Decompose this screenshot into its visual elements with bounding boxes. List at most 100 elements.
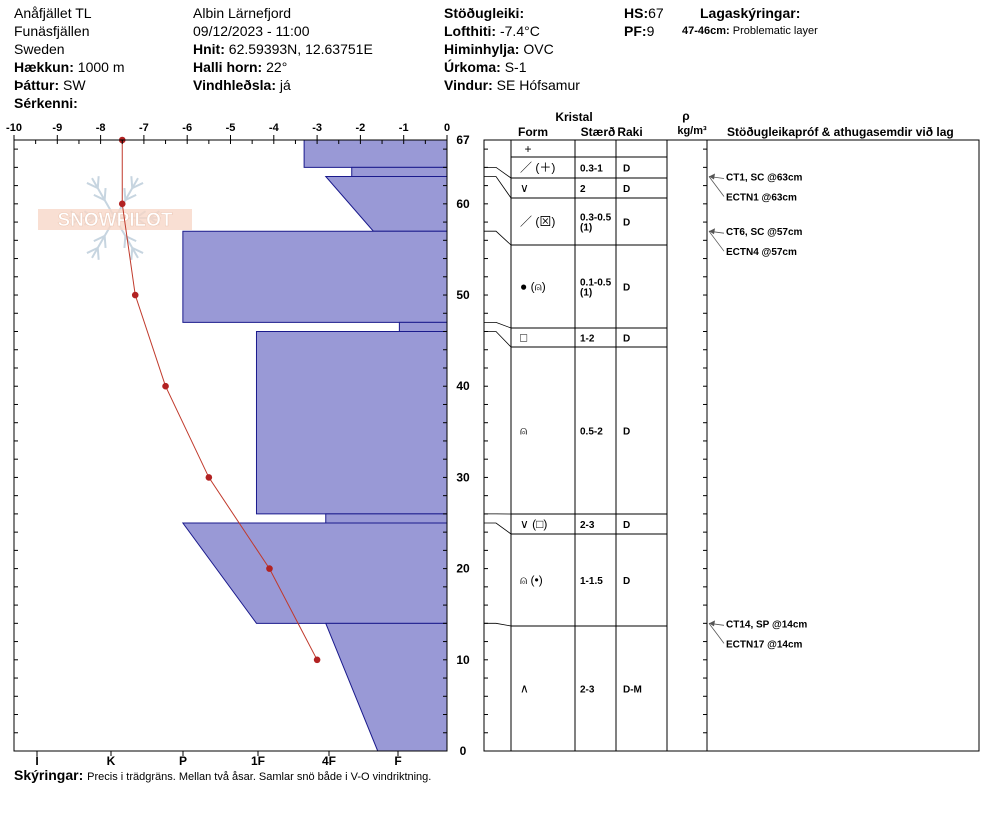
layer-form: ∧ bbox=[520, 682, 529, 696]
snowflake-arm bbox=[114, 177, 139, 219]
test-label: ECTN17 @14cm bbox=[726, 639, 803, 650]
precipitation: Úrkoma: S-1 bbox=[444, 58, 526, 76]
snowflake-branch bbox=[96, 176, 100, 189]
test-label: CT1, SC @63cm bbox=[726, 172, 803, 183]
hardness-profile bbox=[181, 139, 448, 752]
snowflake-branch bbox=[83, 217, 95, 226]
sky-value: OVC bbox=[523, 41, 554, 57]
snowflake-branch bbox=[148, 217, 160, 226]
hardness-segment bbox=[325, 622, 448, 752]
layer-size: (1) bbox=[580, 288, 592, 299]
wind: Vindur: SE Hófsamur bbox=[444, 76, 580, 94]
snowflake-branch bbox=[130, 247, 134, 260]
layer-form: ⍝ bbox=[520, 424, 527, 438]
features-label: Sérkenni: bbox=[14, 95, 78, 111]
header-density-symbol: ρ bbox=[682, 109, 689, 123]
snowflake-branch bbox=[123, 235, 127, 248]
hardness-tick-label: F bbox=[394, 754, 401, 768]
hs-label: HS: bbox=[624, 5, 649, 21]
temp-tick-label: -7 bbox=[139, 122, 149, 134]
hardness-segment bbox=[181, 522, 448, 624]
test-label: ECTN4 @57cm bbox=[726, 247, 797, 258]
depth-tick-label: 60 bbox=[456, 197, 470, 211]
header-size: Stærð bbox=[581, 125, 616, 139]
temperature-point bbox=[162, 382, 169, 390]
sky-cover: Himinhylja: OVC bbox=[444, 40, 554, 58]
wind-value: SE Hófsamur bbox=[496, 77, 580, 93]
elevation-label: Hækkun: bbox=[14, 59, 74, 75]
layer-connector bbox=[484, 622, 512, 627]
area: Funäsfjällen bbox=[14, 23, 90, 39]
coordinates: Hnit: 62.59393N, 12.63751E bbox=[193, 40, 373, 58]
hardness-segment bbox=[398, 321, 448, 333]
air-temp-value: -7.4°C bbox=[499, 23, 540, 39]
layer-size: 2-3 bbox=[580, 685, 595, 696]
layer-connector bbox=[484, 176, 512, 199]
header-moisture: Raki bbox=[617, 125, 642, 139]
air-temp-label: Lofthiti: bbox=[444, 23, 497, 39]
header-crystal: Kristal bbox=[555, 110, 592, 124]
snowflake-branch bbox=[148, 210, 160, 219]
precip-value: S-1 bbox=[504, 59, 527, 75]
layer-size: 0.1-0.5 bbox=[580, 278, 612, 289]
test-arrow bbox=[708, 230, 725, 252]
logo-text: SNOWPILOT bbox=[57, 210, 172, 231]
slope-angle: Halli horn: 22° bbox=[193, 58, 287, 76]
depth-tick-label: 20 bbox=[456, 562, 470, 576]
snowflake-arm bbox=[114, 217, 139, 259]
temp-tick-label: -3 bbox=[312, 122, 322, 134]
snowflake-branch bbox=[96, 247, 100, 260]
surface-symbol: + bbox=[524, 142, 531, 156]
snowflake-branch bbox=[131, 182, 144, 190]
precip-label: Úrkoma: bbox=[444, 59, 501, 75]
layer-moisture: D-M bbox=[623, 685, 642, 696]
temperature-profile bbox=[118, 136, 321, 664]
layer-moisture: D bbox=[623, 283, 630, 294]
wind-loading: Vindhleðsla: já bbox=[193, 76, 291, 94]
hardness-segment bbox=[182, 230, 448, 323]
temperature-point bbox=[131, 291, 139, 299]
temp-tick-label: -8 bbox=[96, 122, 106, 134]
header-density-unit: kg/m³ bbox=[677, 125, 707, 137]
logo-band bbox=[38, 209, 192, 230]
layer-connector bbox=[484, 230, 512, 246]
layer-size: 0.3-0.5 bbox=[580, 213, 612, 224]
snowflake-branch bbox=[103, 235, 107, 248]
hardness-segment bbox=[351, 166, 448, 177]
coords-label: Hnit: bbox=[193, 41, 225, 57]
temperature-point bbox=[118, 200, 126, 208]
aspect-value: SW bbox=[63, 77, 86, 93]
aspect-label: Þáttur: bbox=[14, 77, 60, 93]
sky-label: Himinhylja: bbox=[444, 41, 520, 57]
depth-tick-label: 67 bbox=[456, 133, 470, 147]
depth-tick-label: 30 bbox=[456, 470, 470, 484]
snow-height: HS:67 bbox=[624, 4, 664, 22]
hardness-tick-label: I bbox=[35, 754, 38, 768]
layer-size: (1) bbox=[580, 223, 592, 234]
test-arrow bbox=[708, 176, 725, 197]
layer-moisture: D bbox=[623, 218, 630, 229]
test-label: ECTN1 @63cm bbox=[726, 192, 797, 203]
layer-size: 2-3 bbox=[580, 520, 595, 531]
layer-form: ● (⍝) bbox=[520, 280, 546, 294]
layer-size: 0.5-2 bbox=[580, 427, 603, 438]
snowflake-branch bbox=[86, 182, 99, 190]
layer-note-range: 47-46cm: bbox=[682, 25, 730, 37]
elevation: Hækkun: 1000 m bbox=[14, 58, 125, 76]
header-tests: Stöðugleikapróf & athugasemdir við lag bbox=[727, 125, 954, 139]
layer-moisture: D bbox=[623, 520, 630, 531]
layer-moisture: D bbox=[623, 184, 630, 195]
hardness-segment bbox=[324, 175, 448, 232]
layer-size: 0.3-1 bbox=[580, 164, 603, 175]
layer-moisture: D bbox=[623, 576, 630, 587]
snowflake-branch bbox=[70, 217, 82, 226]
layer-form: ／ (⊠) bbox=[520, 215, 555, 229]
temperature-point bbox=[266, 565, 273, 572]
temp-tick-label: -4 bbox=[269, 122, 280, 134]
snowflake-branch bbox=[86, 246, 99, 254]
layer-size: 1-1.5 bbox=[580, 576, 603, 587]
header-form: Form bbox=[518, 125, 548, 139]
